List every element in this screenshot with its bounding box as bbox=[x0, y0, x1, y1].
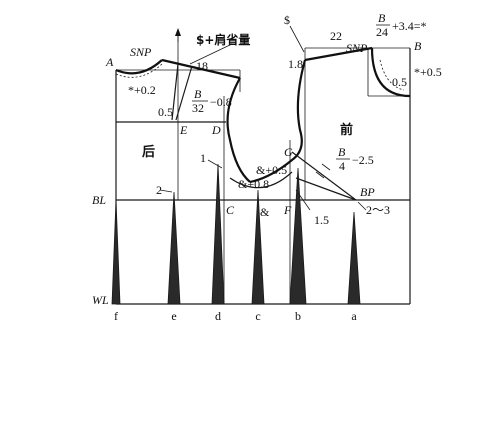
pointer-2 bbox=[159, 189, 173, 193]
side-labels: BL WL bbox=[92, 193, 109, 307]
dart-b bbox=[289, 167, 307, 305]
label-amp: & bbox=[260, 205, 270, 219]
pointer-shoulder bbox=[189, 43, 233, 65]
back-outline bbox=[115, 58, 251, 183]
label-amp-05: &+0.5 bbox=[256, 163, 287, 177]
tick-front-1 bbox=[321, 163, 331, 171]
dart-a bbox=[347, 211, 361, 305]
label-back-05: 0.5 bbox=[158, 105, 173, 119]
back-armhole bbox=[226, 77, 251, 183]
label-d: D bbox=[211, 123, 221, 137]
back-frac-den: 32 bbox=[192, 101, 204, 115]
pointer-15 bbox=[295, 189, 311, 211]
label-bp: BP bbox=[360, 185, 375, 199]
up-arrow-head bbox=[175, 28, 181, 36]
label-dart-e: e bbox=[171, 309, 176, 323]
label-e: E bbox=[179, 123, 188, 137]
front-armhole bbox=[249, 59, 307, 184]
label-wl: WL bbox=[92, 293, 109, 307]
front-labels: 1.8 0.5 *+0.5 前 G B 4 −2.5 &+0.5 &+0.8 C… bbox=[226, 57, 442, 227]
back-frac-tail: −0.8 bbox=[210, 95, 232, 109]
label-a: A bbox=[105, 55, 114, 69]
label-2to3: 2～3 bbox=[366, 203, 390, 217]
back-neckline-guide bbox=[115, 63, 163, 78]
label-dart-f: f bbox=[114, 309, 118, 323]
dart-e bbox=[167, 191, 181, 305]
back-shoulder-line bbox=[161, 58, 241, 80]
construction-lines bbox=[115, 36, 411, 305]
front-frac-num: B bbox=[338, 145, 346, 159]
top-labels: $+肩省量 SNP $ 22 SNP B 24 +3.4=* B bbox=[130, 11, 427, 59]
label-back-panel: 后 bbox=[142, 144, 155, 160]
back-frac-num: B bbox=[194, 87, 202, 101]
underarm-curve bbox=[229, 171, 293, 189]
pointer-dollar bbox=[289, 25, 305, 53]
measure-marks bbox=[159, 25, 367, 211]
formula-num: B bbox=[378, 11, 386, 25]
label-f: F bbox=[283, 203, 292, 217]
label-bl: BL bbox=[92, 193, 106, 207]
front-frac-tail: −2.5 bbox=[352, 153, 374, 167]
bottom-labels: f e d c b a bbox=[114, 309, 357, 323]
label-front-05: 0.5 bbox=[392, 75, 407, 89]
label-dollar: $ bbox=[284, 13, 290, 27]
label-amp-08: &+0.8 bbox=[238, 177, 269, 191]
front-frac-den: 4 bbox=[339, 159, 345, 173]
label-1: 1 bbox=[200, 151, 206, 165]
label-front-panel: 前 bbox=[340, 122, 353, 138]
label-15: 1.5 bbox=[314, 213, 329, 227]
bust-dart-upper bbox=[291, 151, 357, 201]
label-front-18: 1.8 bbox=[288, 57, 303, 71]
back-labels: A *+0.2 18 0.5 B 32 −0.8 E D 后 1 2 bbox=[105, 55, 232, 197]
shoulder-dart-right bbox=[175, 65, 193, 121]
label-dart-c: c bbox=[255, 309, 260, 323]
front-neckline bbox=[370, 47, 411, 98]
label-dart-d: d bbox=[215, 309, 221, 323]
label-back-star: *+0.2 bbox=[128, 83, 156, 97]
label-22: 22 bbox=[330, 29, 342, 43]
formula-tail: +3.4=* bbox=[392, 19, 427, 33]
formula-den: 24 bbox=[376, 25, 388, 39]
pointer-2to3 bbox=[357, 201, 367, 211]
shoulder-dart-left bbox=[171, 63, 179, 121]
label-dart-a: a bbox=[351, 309, 357, 323]
tick-front-2 bbox=[315, 171, 325, 179]
label-snp-front: SNP bbox=[346, 41, 368, 55]
label-g: G bbox=[284, 145, 293, 159]
label-front-star: *+0.5 bbox=[414, 65, 442, 79]
dart-c bbox=[251, 189, 265, 305]
label-point-b: B bbox=[414, 39, 422, 53]
back-neckline bbox=[115, 59, 163, 75]
bust-dart-lower bbox=[295, 177, 357, 201]
front-shoulder-line bbox=[304, 46, 373, 62]
label-snp-back: SNP bbox=[130, 45, 152, 59]
dart-f bbox=[111, 199, 121, 305]
label-dollar-shoulder-dart: $+肩省量 bbox=[196, 32, 250, 47]
front-outline bbox=[229, 46, 411, 201]
label-dart-b: b bbox=[295, 309, 301, 323]
dart-d bbox=[211, 163, 225, 305]
front-neckline-guide bbox=[379, 59, 405, 91]
label-2: 2 bbox=[156, 183, 162, 197]
label-c: C bbox=[226, 203, 235, 217]
pointer-1 bbox=[207, 159, 223, 169]
waist-darts bbox=[111, 163, 361, 305]
label-back-18: 18 bbox=[196, 59, 208, 73]
